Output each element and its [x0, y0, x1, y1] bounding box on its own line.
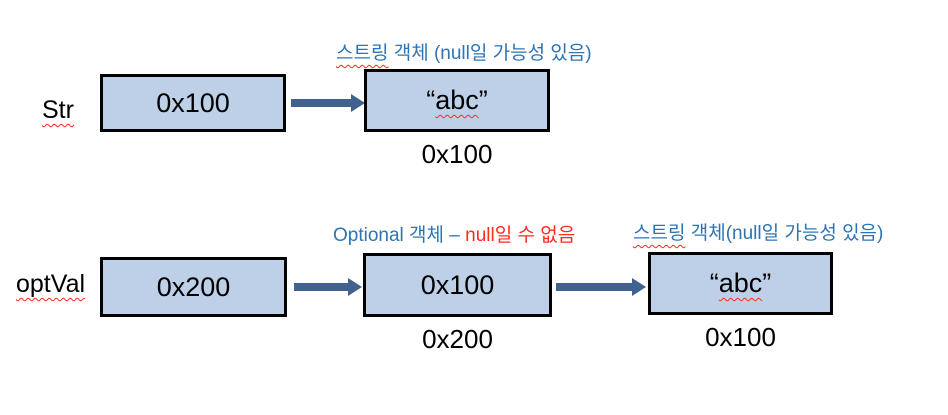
arrow-shaft: [556, 283, 632, 291]
optional-annotation-blue-part: Optional 객체 –: [333, 225, 466, 246]
string-object-annotation-top: 스트링 객체 (null일 가능성 있음): [336, 38, 592, 65]
str-reference-box: 0x100: [100, 74, 286, 132]
str-string-object-box: “abc”: [364, 69, 550, 132]
variable-label-str: Str: [42, 96, 74, 124]
string-literal-abc: abc: [718, 268, 763, 298]
optval-string-object-box: “abc”: [648, 252, 833, 315]
optval-pointer-arrow-icon: [294, 278, 362, 296]
arrow-shaft: [291, 99, 351, 107]
annotation-rest: 객체(null일 가능성 있음): [685, 223, 884, 244]
variable-label-optval: optVal: [16, 270, 86, 298]
annotation-word-string: 스트링: [336, 43, 389, 64]
optval-string-object-address: 0x100: [705, 322, 776, 352]
optional-object-value: 0x100: [420, 269, 495, 300]
open-quote: “: [709, 268, 719, 298]
optval-reference-box: 0x200: [100, 257, 287, 317]
string-object-annotation-bottom: 스트링 객체(null일 가능성 있음): [633, 218, 883, 245]
arrow-head: [351, 94, 365, 112]
optional-object-address: 0x200: [422, 324, 493, 354]
arrow-shaft: [294, 283, 348, 291]
optional-annotation-red-part: null일 수 없음: [465, 225, 576, 246]
optval-reference-value: 0x200: [156, 271, 231, 302]
arrow-head: [348, 278, 362, 296]
str-pointer-arrow-icon: [291, 94, 365, 112]
str-string-object-address: 0x100: [421, 139, 493, 169]
arrow-head: [632, 278, 646, 296]
open-quote: “: [426, 85, 436, 115]
str-reference-value: 0x100: [156, 87, 230, 118]
annotation-word-string: 스트링: [633, 223, 686, 244]
close-quote: ”: [478, 85, 488, 115]
string-literal-abc: abc: [435, 85, 479, 115]
optional-object-annotation: Optional 객체 – null일 수 없음: [333, 220, 575, 247]
optional-pointer-arrow-icon: [556, 278, 646, 296]
optional-object-box: 0x100: [363, 253, 552, 317]
close-quote: ”: [762, 268, 772, 298]
annotation-rest: 객체 (null일 가능성 있음): [388, 43, 592, 64]
